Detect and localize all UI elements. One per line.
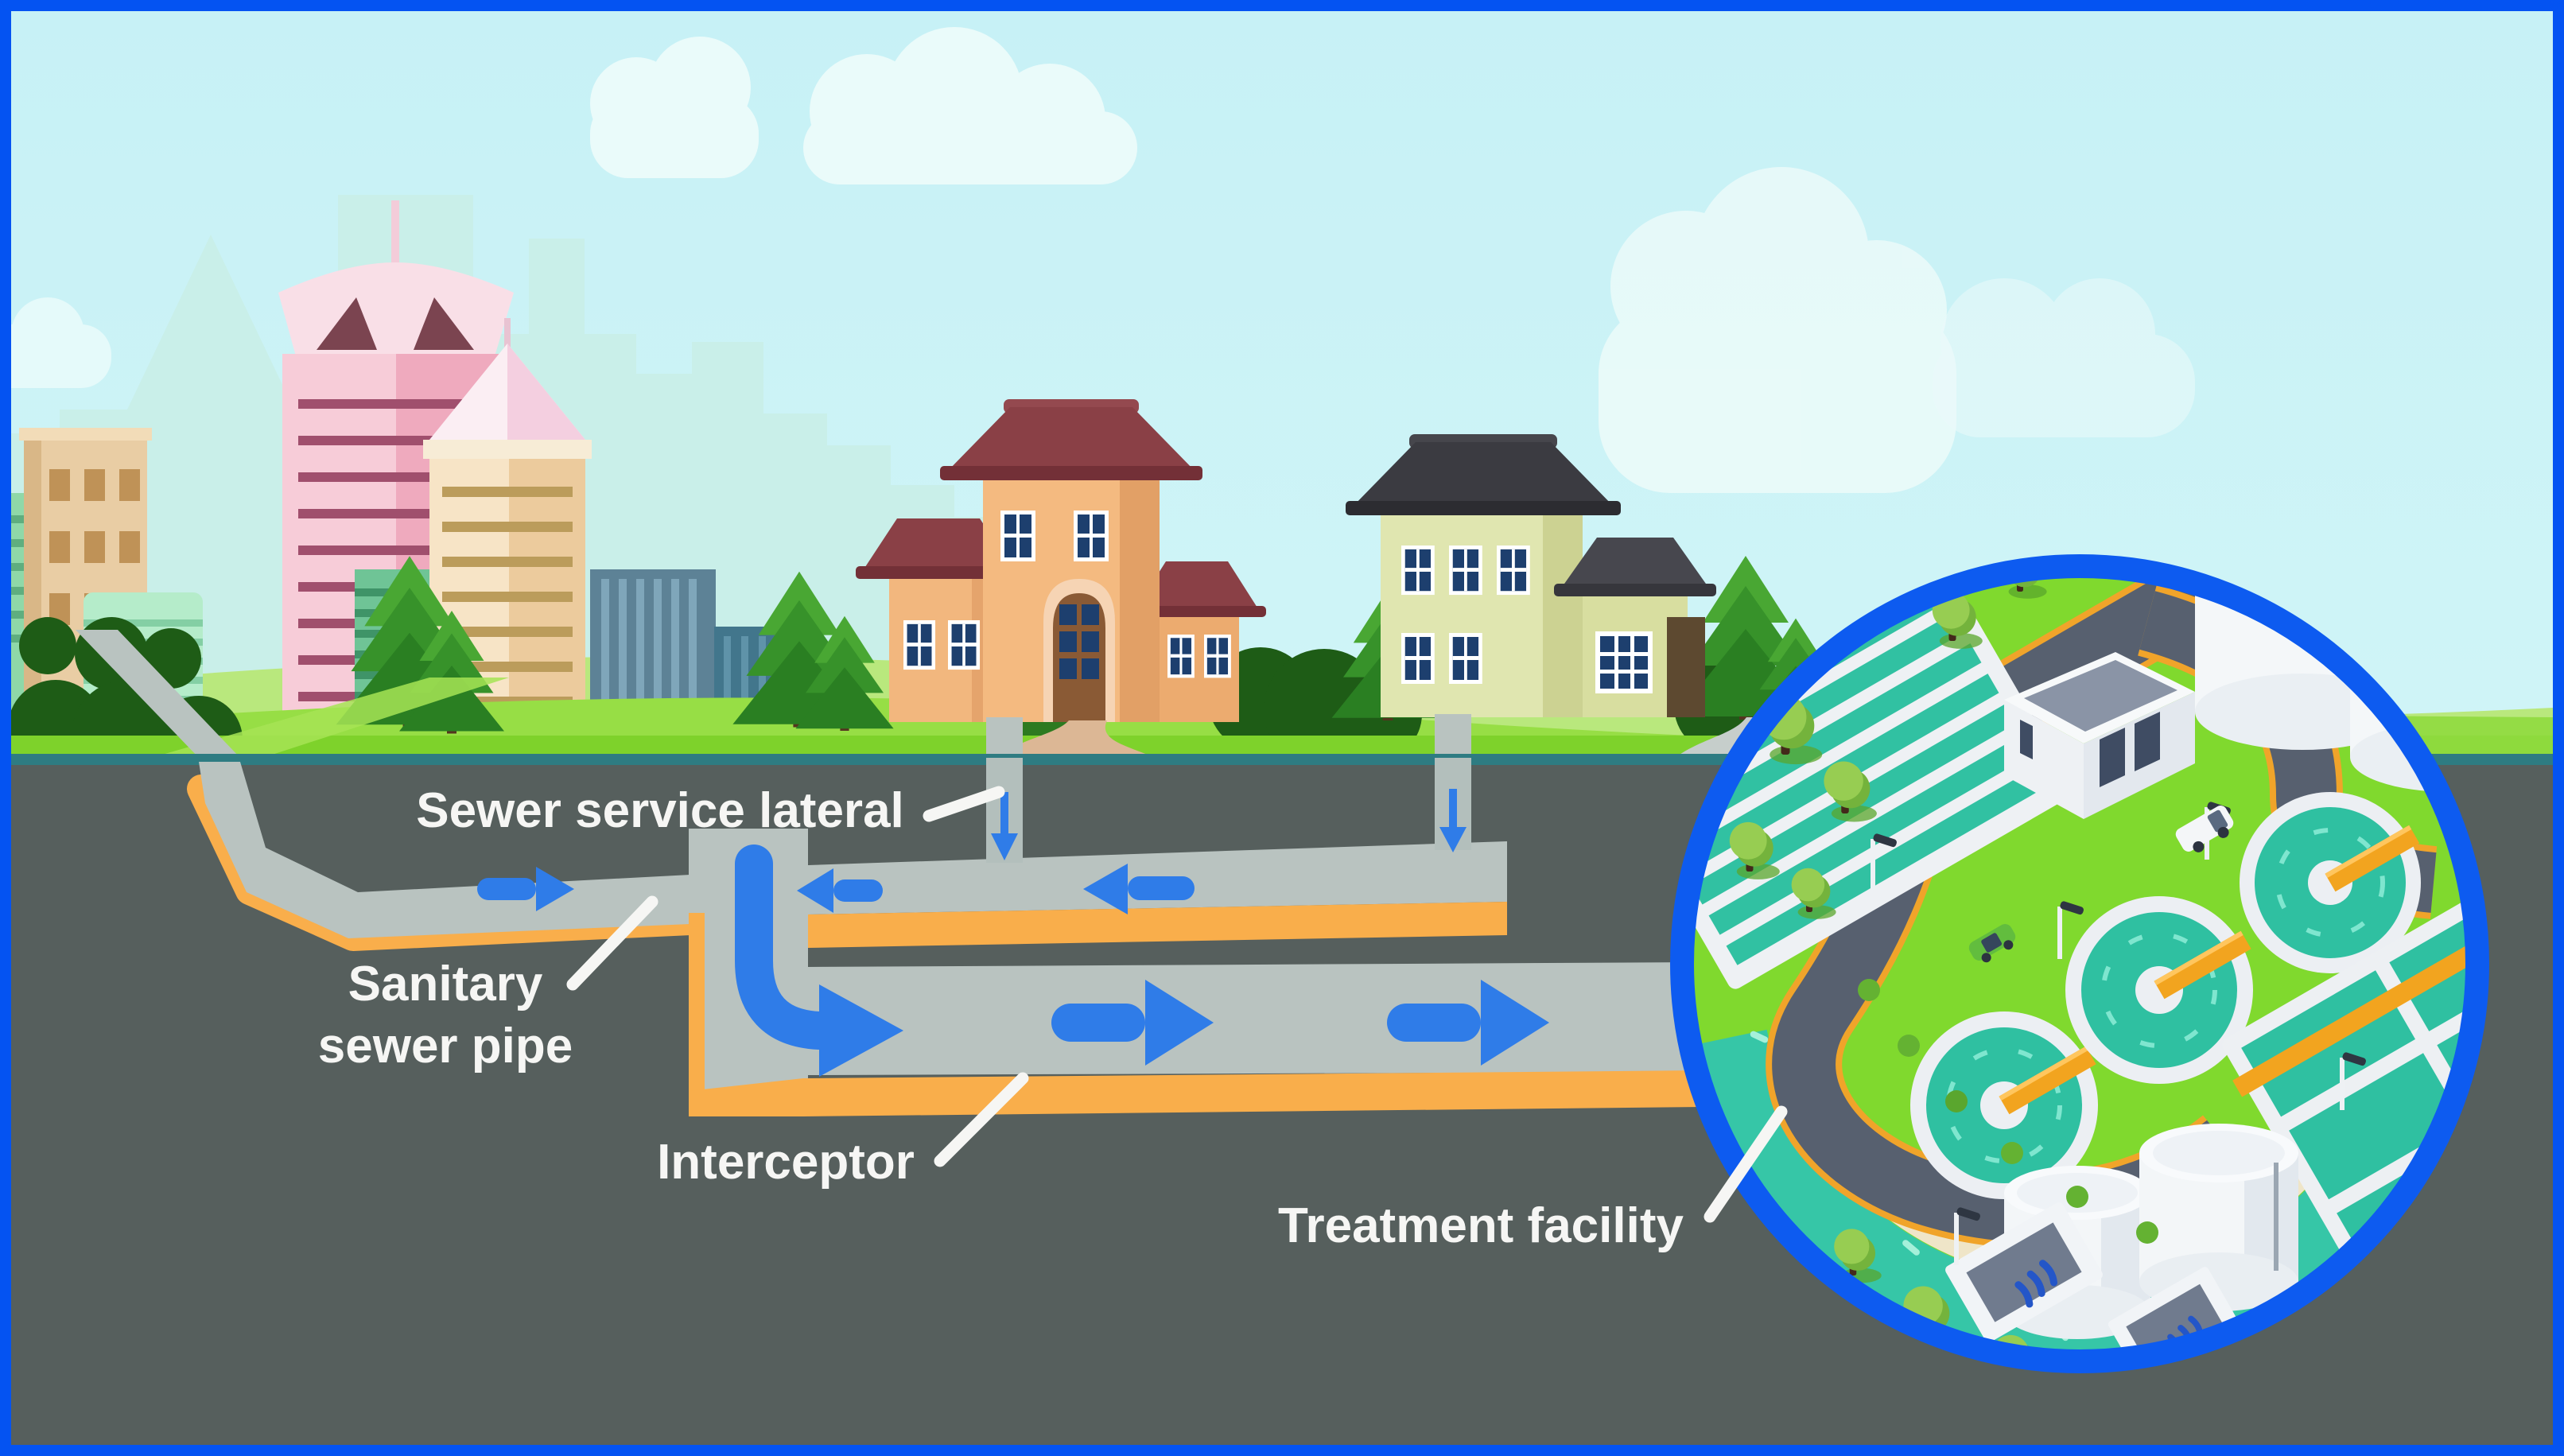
walkway-left-house bbox=[991, 720, 1155, 758]
flow-arrow-right-icon bbox=[477, 867, 574, 911]
clarifier bbox=[2065, 896, 2253, 1084]
label-sewer-service-lateral: Sewer service lateral bbox=[416, 783, 904, 838]
flow-arrow-down-icon bbox=[991, 792, 1018, 860]
flow-arrows bbox=[477, 789, 1549, 1077]
pipe-lining bbox=[689, 1070, 1702, 1116]
window bbox=[903, 620, 936, 670]
window bbox=[1204, 635, 1231, 678]
label-sanitary-line2: sewer pipe bbox=[318, 1019, 573, 1074]
leader-line bbox=[923, 786, 1005, 822]
path-from-city bbox=[76, 630, 240, 758]
front-door bbox=[1043, 579, 1115, 722]
label-sanitary-line1: Sanitary bbox=[348, 957, 543, 1011]
house-right bbox=[1346, 434, 1716, 717]
flow-arrow-right-icon bbox=[1387, 980, 1549, 1066]
flow-arrow-left-icon bbox=[1083, 864, 1195, 914]
window bbox=[1401, 633, 1435, 684]
window bbox=[1401, 546, 1435, 596]
pipe-lining bbox=[689, 913, 705, 1094]
curved-flow-arrow-icon bbox=[735, 844, 903, 1077]
flow-arrow-right-icon bbox=[1051, 980, 1214, 1066]
pipe-lining bbox=[808, 902, 1507, 948]
green-car bbox=[1968, 924, 2016, 963]
clarifier bbox=[1910, 1011, 2098, 1199]
inset-trees bbox=[1729, 566, 2341, 1361]
sanitary-sewer-pipe-left bbox=[199, 762, 690, 938]
window bbox=[1595, 631, 1653, 693]
interceptor-pipe bbox=[808, 962, 1702, 1075]
leader-line bbox=[934, 1072, 1029, 1167]
leader-line bbox=[1704, 1105, 1788, 1223]
treatment-facility-inset bbox=[1670, 554, 2489, 1373]
label-treatment-facility: Treatment facility bbox=[1278, 1198, 1684, 1253]
labels: Sewer service lateral Sanitary sewer pip… bbox=[318, 783, 1788, 1253]
cloud-icon bbox=[11, 27, 2195, 493]
window bbox=[1449, 546, 1482, 596]
label-interceptor: Interceptor bbox=[657, 1135, 915, 1190]
admin-building bbox=[2004, 652, 2195, 819]
front-door bbox=[1667, 617, 1705, 717]
window bbox=[948, 620, 981, 670]
service-van bbox=[2175, 806, 2234, 852]
window bbox=[1449, 633, 1482, 684]
window bbox=[1000, 511, 1035, 561]
leader-line bbox=[566, 895, 658, 991]
flow-arrow-down-icon bbox=[1439, 789, 1467, 852]
vent-structure bbox=[1945, 1202, 2103, 1342]
window bbox=[1497, 546, 1530, 596]
inset-ring bbox=[1670, 554, 2489, 1373]
clarifier bbox=[2240, 792, 2421, 973]
flow-arrow-left-icon bbox=[797, 868, 883, 913]
grass-light-stripe bbox=[151, 678, 509, 758]
house-left bbox=[856, 399, 1266, 722]
window bbox=[1167, 635, 1195, 678]
window bbox=[1074, 511, 1109, 561]
storage-tank bbox=[2139, 1124, 2298, 1311]
